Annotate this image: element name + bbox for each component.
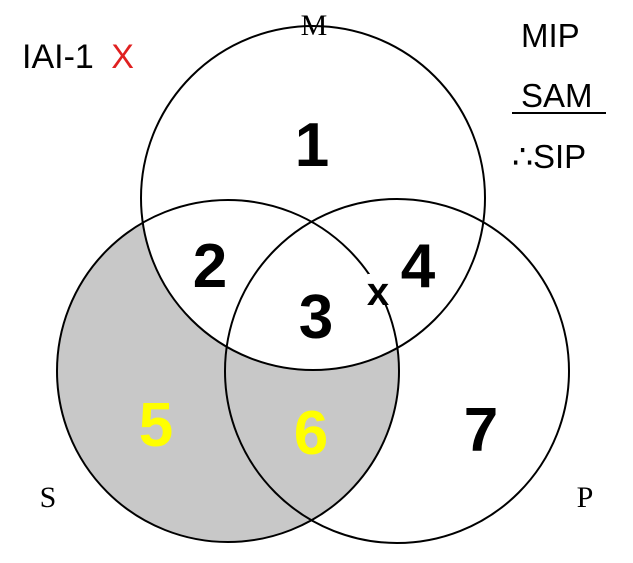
title-text: IAI-1 xyxy=(22,38,94,76)
region-4: 4 xyxy=(401,232,436,301)
region-5: 5 xyxy=(139,391,173,460)
title: IAI-1 X xyxy=(22,38,134,76)
circle-m xyxy=(140,25,486,371)
circle-p xyxy=(224,198,570,544)
major-premise: MIP xyxy=(521,17,580,54)
circle-label-m: M xyxy=(301,9,328,42)
x-gap xyxy=(368,274,388,304)
region-6: 6 xyxy=(294,399,328,468)
circle-label-s: S xyxy=(40,481,57,514)
conclusion: ∴SIP xyxy=(512,138,586,175)
circle-label-p: P xyxy=(577,481,594,514)
circle-s xyxy=(56,199,400,543)
region-3: 3 xyxy=(299,283,333,352)
title-x-mark: X xyxy=(111,38,134,76)
region-1: 1 xyxy=(295,111,329,180)
region-7: 7 xyxy=(464,396,498,465)
region-2: 2 xyxy=(193,232,227,301)
minor-premise: SAM xyxy=(521,77,593,114)
x-mark: x xyxy=(367,270,389,314)
